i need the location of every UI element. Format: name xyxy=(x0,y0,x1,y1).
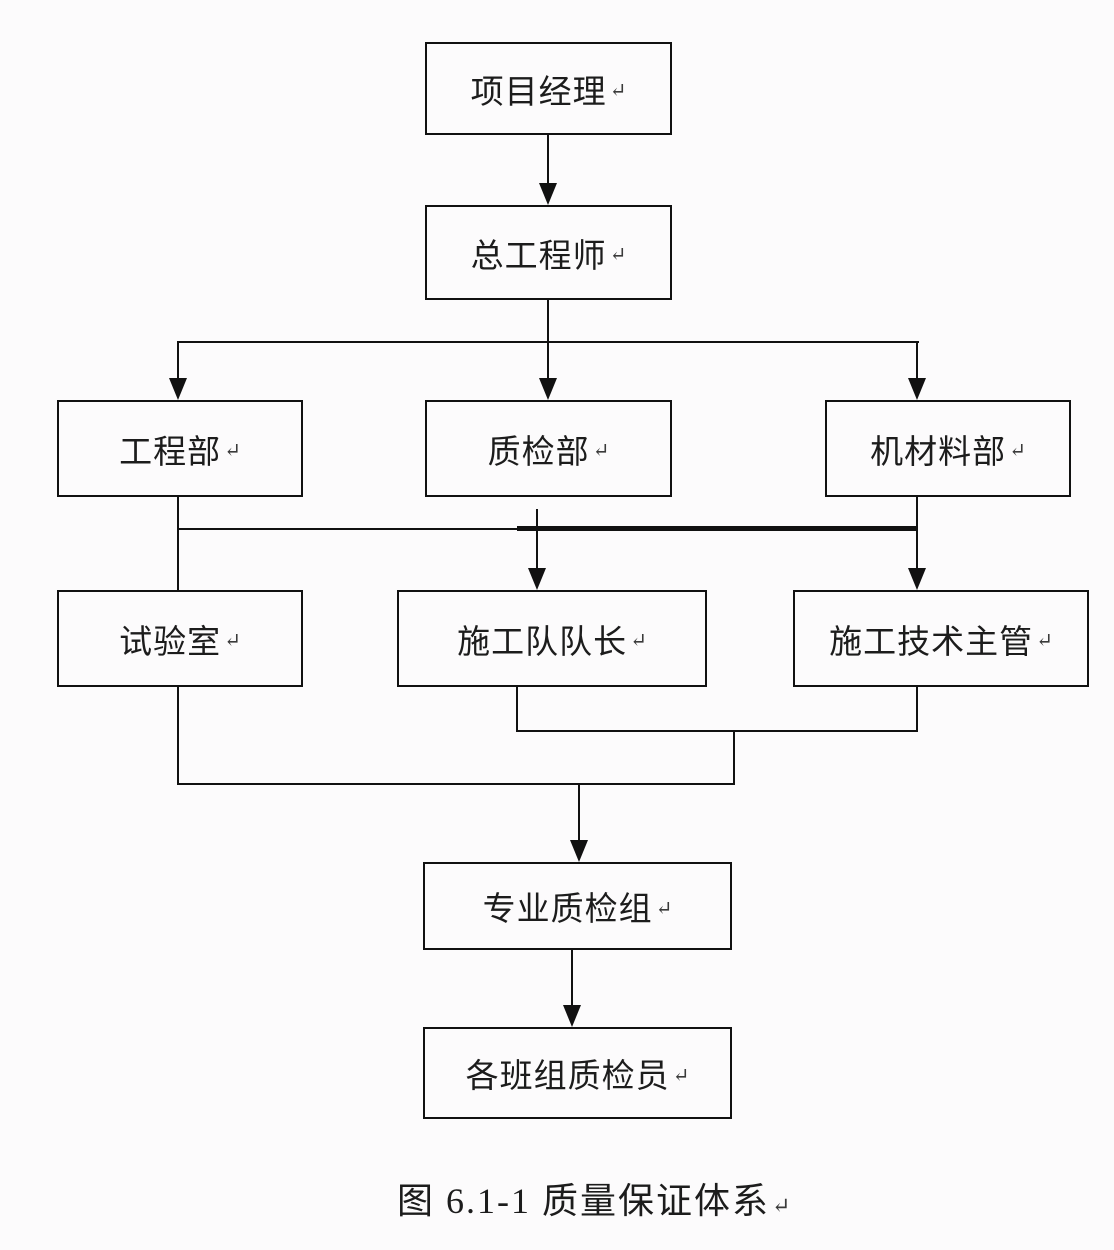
edge-pm-to-ce-line xyxy=(547,135,549,187)
edge-supervisor-drop-line xyxy=(916,687,918,732)
node-label: 施工队队长 xyxy=(457,624,628,661)
paragraph-mark-icon: ↵ xyxy=(224,440,241,462)
node-laboratory: 试验室↵ xyxy=(57,590,303,687)
node-construction-team-leader: 施工队队长↵ xyxy=(397,590,707,687)
node-label: 各班组质检员 xyxy=(465,1059,670,1095)
edge-merge-to-pqgroup-arrowhead-icon xyxy=(570,840,588,862)
edge-ce-to-machinery-line xyxy=(916,342,918,380)
edge-pm-to-ce-arrowhead-icon xyxy=(539,183,557,205)
edge-pqgroup-to-inspectors-arrowhead-icon xyxy=(563,1005,581,1027)
node-machinery-materials-dept: 机材料部↵ xyxy=(825,400,1071,497)
edge-pqgroup-to-inspectors-line xyxy=(571,950,573,1007)
edge-machinery-to-supervisor-arrowhead-icon xyxy=(908,568,926,590)
figure-caption: 图 6.1-1 质量保证体系↵ xyxy=(397,1172,790,1224)
cross-link-thin-line xyxy=(177,528,518,530)
edge-ce-stem-line xyxy=(547,300,549,380)
paragraph-mark-icon: ↵ xyxy=(224,630,241,652)
edge-machinery-to-supervisor-line xyxy=(916,497,918,571)
merge-bus-upper-line xyxy=(516,730,918,732)
node-label: 试验室 xyxy=(119,624,222,661)
edge-merge-to-pqgroup-line xyxy=(578,783,580,842)
edge-ce-distributor-line xyxy=(177,341,919,343)
node-label: 专业质检组 xyxy=(482,892,653,928)
edge-laboratory-drop-line xyxy=(177,687,179,785)
figure-caption-text: 图 6.1-1 质量保证体系 xyxy=(397,1181,770,1221)
edge-quality-to-teamleader-line xyxy=(536,509,538,571)
node-label: 机材料部 xyxy=(870,434,1007,471)
paragraph-mark-icon: ↵ xyxy=(592,440,610,462)
node-engineering-dept: 工程部↵ xyxy=(57,400,303,497)
node-construction-tech-supervisor: 施工技术主管↵ xyxy=(793,590,1089,687)
edge-ce-to-quality-arrowhead-icon xyxy=(539,378,557,400)
edge-ce-to-engineering-arrowhead-icon xyxy=(169,378,187,400)
node-project-manager: 项目经理↵ xyxy=(425,42,672,135)
node-label: 项目经理 xyxy=(470,74,607,111)
node-team-group-quality-inspectors: 各班组质检员↵ xyxy=(423,1027,732,1119)
edge-quality-to-teamleader-arrowhead-icon xyxy=(528,568,546,590)
paragraph-mark-icon: ↵ xyxy=(1009,440,1026,462)
paragraph-mark-icon: ↵ xyxy=(609,244,627,266)
node-label: 总工程师 xyxy=(470,238,607,275)
merge-junction-drop-line xyxy=(733,730,735,785)
paragraph-mark-icon: ↵ xyxy=(655,897,673,920)
node-label: 工程部 xyxy=(119,434,222,471)
edge-engineering-to-laboratory-line xyxy=(177,497,179,590)
node-label: 施工技术主管 xyxy=(829,624,1034,661)
paragraph-mark-icon: ↵ xyxy=(672,1064,690,1087)
paragraph-mark-icon: ↵ xyxy=(1036,630,1053,652)
paragraph-mark-icon: ↵ xyxy=(630,630,647,652)
node-label: 质检部 xyxy=(487,434,590,471)
paragraph-mark-icon: ↵ xyxy=(609,80,627,102)
merge-bus-lower-line xyxy=(177,783,735,785)
node-professional-quality-inspection-group: 专业质检组↵ xyxy=(423,862,732,950)
paragraph-mark-icon: ↵ xyxy=(772,1193,791,1218)
node-quality-inspection-dept: 质检部↵ xyxy=(425,400,672,497)
edge-teamleader-drop-line xyxy=(516,687,518,732)
edge-ce-to-machinery-arrowhead-icon xyxy=(908,378,926,400)
cross-link-thick-line xyxy=(517,526,918,531)
edge-ce-to-engineering-line xyxy=(177,342,179,380)
node-chief-engineer: 总工程师↵ xyxy=(425,205,672,300)
